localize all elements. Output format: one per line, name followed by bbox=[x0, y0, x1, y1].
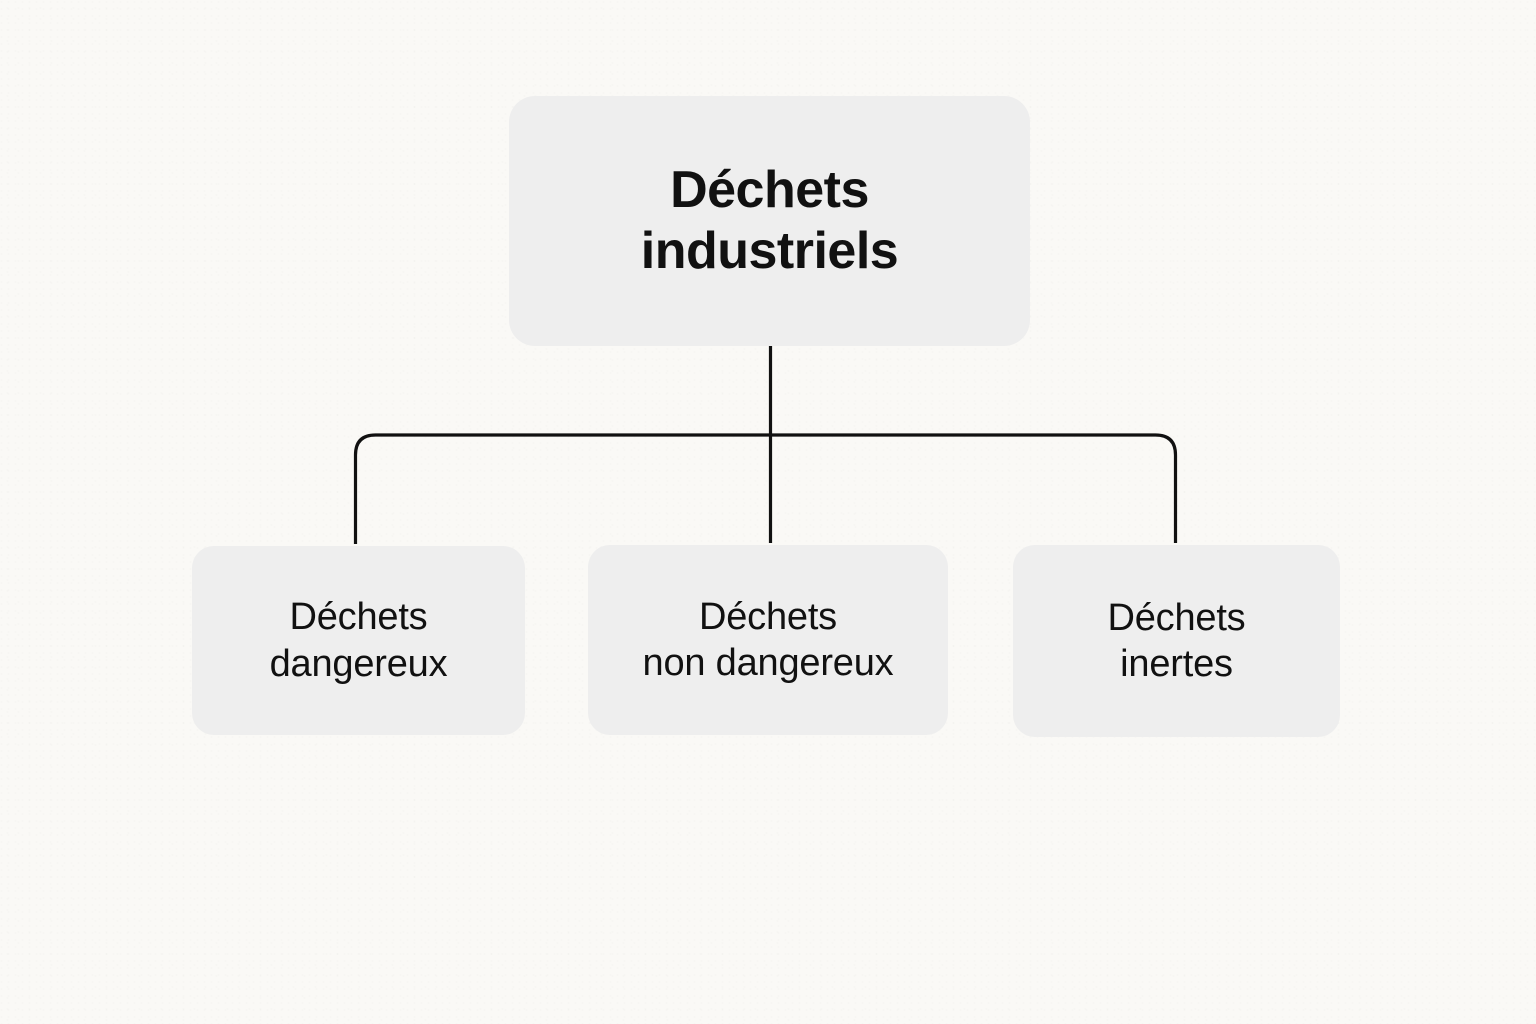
node-dechets-non-dangereux-label: Déchets non dangereux bbox=[642, 595, 894, 684]
node-root[interactable]: Déchets industriels bbox=[509, 96, 1030, 346]
connector-branch-left bbox=[353, 433, 771, 544]
node-dechets-non-dangereux[interactable]: Déchets non dangereux bbox=[588, 545, 948, 735]
node-root-label: Déchets industriels bbox=[640, 160, 899, 280]
connector-branch-right bbox=[770, 433, 1178, 543]
node-dechets-inertes-label: Déchets inertes bbox=[1107, 596, 1246, 685]
node-dechets-inertes[interactable]: Déchets inertes bbox=[1013, 545, 1340, 737]
node-dechets-dangereux[interactable]: Déchets dangereux bbox=[192, 546, 525, 735]
node-dechets-dangereux-label: Déchets dangereux bbox=[269, 596, 448, 685]
